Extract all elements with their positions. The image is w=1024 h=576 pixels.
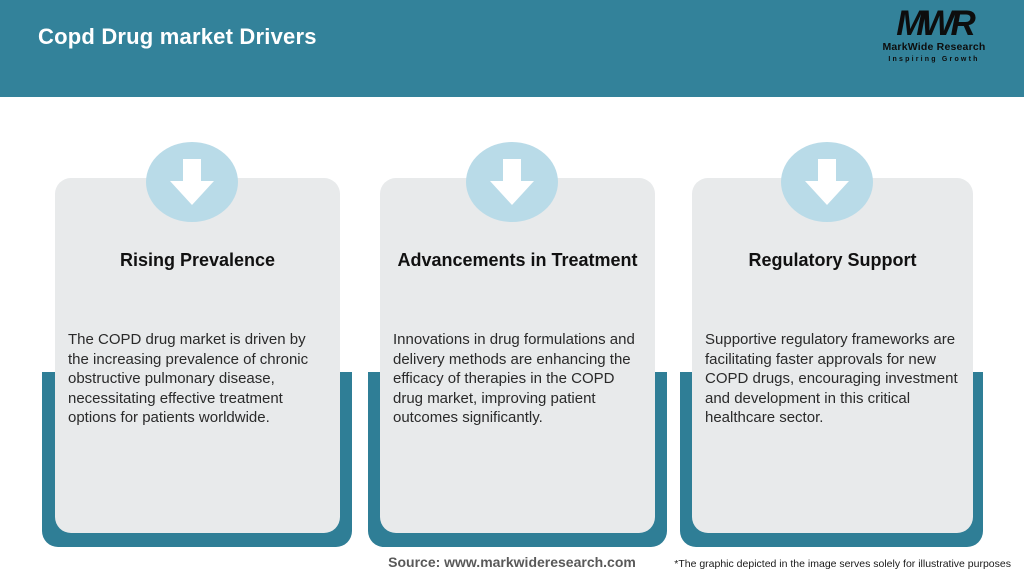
card-description: The COPD drug market is driven by the in…: [68, 331, 309, 426]
header-bar: Copd Drug market Drivers MWR MarkWide Re…: [0, 0, 1024, 97]
page-title: Copd Drug market Drivers: [38, 24, 317, 49]
driver-card-advancements-in-treatment: Advancements in Treatment Innovations in…: [380, 178, 655, 533]
card-description: Innovations in drug formulations and del…: [393, 331, 635, 426]
driver-card-rising-prevalence: Rising Prevalence The COPD drug market i…: [55, 178, 340, 533]
disclaimer-text: *The graphic depicted in the image serve…: [674, 558, 1011, 570]
card-title: Rising Prevalence: [119, 250, 276, 270]
logo-tagline: Inspiring Growth: [888, 55, 980, 63]
down-arrow-glyph: [805, 159, 849, 205]
markwide-logo: MWR MarkWide Research Inspiring Growth: [874, 4, 994, 63]
driver-card-regulatory-support: Regulatory Support Supportive regulatory…: [692, 178, 973, 533]
down-arrow-icon: [781, 142, 873, 222]
down-arrow-glyph: [490, 159, 534, 205]
down-arrow-icon: [466, 142, 558, 222]
source-text: Source: www.markwideresearch.com: [388, 554, 636, 570]
down-arrow-glyph: [170, 159, 214, 205]
card-description: Supportive regulatory frameworks are fac…: [705, 331, 958, 426]
logo-company-name: MarkWide Research: [882, 41, 986, 53]
down-arrow-icon: [146, 142, 238, 222]
mwr-logo-icon: MWR: [896, 4, 975, 43]
card-title: Regulatory Support: [748, 250, 917, 270]
card-title: Advancements in Treatment: [397, 250, 638, 270]
